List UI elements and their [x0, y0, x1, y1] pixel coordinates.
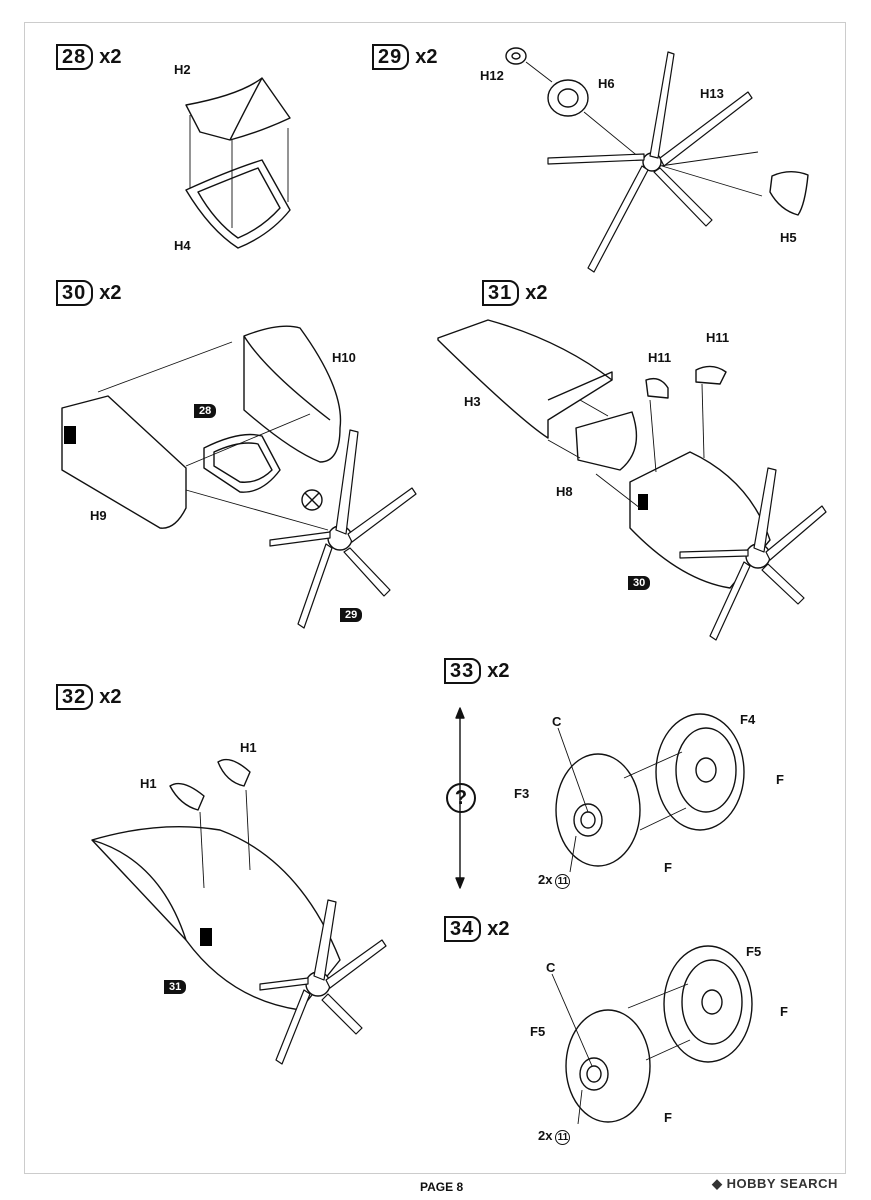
part-label-h8: H8	[556, 484, 573, 499]
step-multiplier: x2	[99, 45, 122, 68]
step-34-header: 34 x2	[444, 916, 510, 942]
paint-code-label: F	[776, 772, 784, 787]
step-number: 29	[372, 44, 410, 70]
step31-drawing	[437, 319, 827, 641]
question-mark-icon: ?	[446, 783, 476, 813]
paint-code-label: F	[664, 1110, 672, 1125]
step-multiplier: x2	[415, 45, 438, 68]
step-number: 34	[444, 916, 482, 942]
step30-drawing	[61, 325, 417, 629]
watermark-text: HOBBY SEARCH	[726, 1176, 838, 1191]
step-33-header: 33 x2	[444, 658, 510, 684]
part-label-h11: H11	[706, 330, 730, 345]
step28-drawing	[185, 77, 291, 249]
part-label-f5: F5	[530, 1024, 546, 1039]
step32-drawing	[91, 758, 387, 1065]
part-label-h13: H13	[700, 86, 724, 101]
paint-code-label: C	[546, 960, 556, 975]
step-28-header: 28 x2	[56, 44, 122, 70]
page-number: PAGE 8	[420, 1180, 463, 1194]
part-label-h6: H6	[598, 76, 615, 91]
watermark: ◆ HOBBY SEARCH	[712, 1176, 838, 1192]
part-label-f5: F5	[746, 944, 762, 959]
part-label-h9: H9	[90, 508, 107, 523]
page-label: PAGE	[420, 1180, 454, 1194]
step-reference-tag: 31	[164, 980, 187, 994]
part-label-f3: F3	[514, 786, 530, 801]
step-number: 30	[56, 280, 94, 306]
part-label-h5: H5	[780, 230, 797, 245]
step29-drawing	[505, 47, 809, 273]
part-label-h10: H10	[332, 350, 356, 365]
page-num: 8	[456, 1180, 464, 1194]
step-number: 33	[444, 658, 482, 684]
part-label-h1: H1	[140, 776, 157, 791]
page-frame	[24, 22, 846, 1174]
step-30-header: 30 x2	[56, 280, 122, 306]
quantity-text: 2x	[538, 872, 553, 887]
paint-code-label: C	[552, 714, 562, 729]
step-multiplier: x2	[525, 281, 548, 304]
paint-code-label: F	[780, 1004, 788, 1019]
part-label-h12: H12	[480, 68, 504, 83]
step-multiplier: x2	[99, 281, 122, 304]
step-multiplier: x2	[487, 917, 510, 940]
step-multiplier: x2	[99, 685, 122, 708]
step-reference-tag: 28	[194, 404, 217, 418]
part-label-h1: H1	[240, 740, 257, 755]
part-label-h3: H3	[464, 394, 481, 409]
quantity-text: 2x	[538, 1128, 553, 1143]
step-29-header: 29 x2	[372, 44, 438, 70]
step34-drawing	[551, 945, 753, 1125]
step-reference-tag: 30	[628, 576, 651, 590]
step33-drawing	[455, 707, 745, 889]
step-number: 28	[56, 44, 94, 70]
part-number-circle: 11	[555, 874, 571, 889]
part-number-circle: 11	[555, 1130, 571, 1145]
step-number: 31	[482, 280, 520, 306]
part-label-h2: H2	[174, 62, 191, 77]
watermark-logo-icon: ◆	[712, 1176, 723, 1191]
paint-code-label: F	[664, 860, 672, 875]
step-multiplier: x2	[487, 659, 510, 682]
step-reference-tag: 29	[340, 608, 363, 622]
part-label-h4: H4	[174, 238, 191, 253]
part-label-f4: F4	[740, 712, 756, 727]
step-31-header: 31 x2	[482, 280, 548, 306]
step-32-header: 32 x2	[56, 684, 122, 710]
step-number: 32	[56, 684, 94, 710]
part-label-h11: H11	[648, 350, 672, 365]
